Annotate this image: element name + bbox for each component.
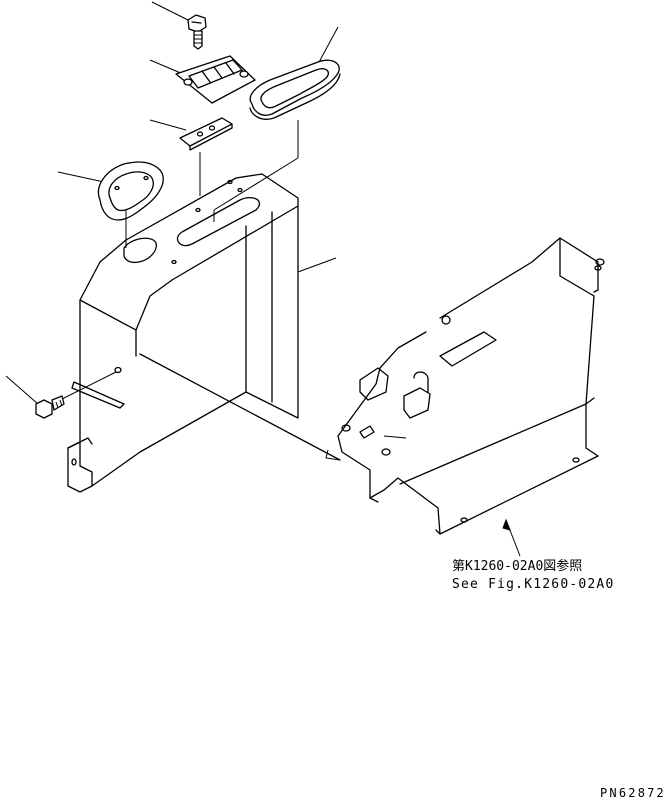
seal-ring-right (213, 26, 341, 222)
bolt-left (5, 375, 65, 419)
bolt-top (151, 1, 207, 50)
hinge (149, 55, 256, 104)
seal-ring-left (57, 161, 164, 248)
reference-bracket (325, 237, 605, 557)
plate (149, 117, 233, 196)
reference-note-jp: 第K1260-02A0図参照 (452, 558, 582, 574)
cover (51, 173, 341, 493)
reference-note-en: See Fig.K1260-02A0 (452, 577, 614, 592)
drawing-code: PN62872 (600, 786, 666, 800)
